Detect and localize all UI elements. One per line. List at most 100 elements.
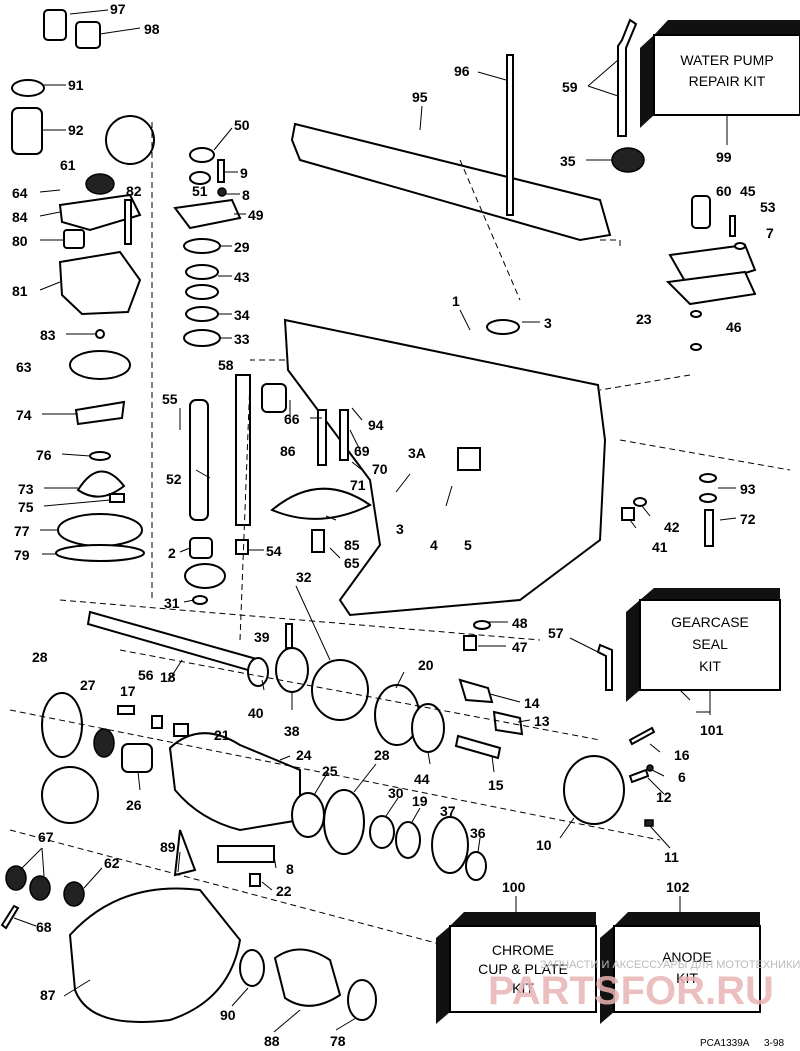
kit-anode-line2: KIT (676, 970, 698, 986)
part-38 (275, 647, 309, 693)
callout-numbers: 97 98 91 92 61 64 84 82 80 81 83 63 74 7… (12, 1, 776, 1049)
callout-41: 41 (652, 539, 668, 555)
watermark: ЗАПЧАСТИ И АКСЕССУАРЫ ДЛЯ МОТОТЕХНИКИ PA… (488, 959, 800, 1013)
part-29 (183, 238, 221, 254)
callout-14: 14 (524, 695, 540, 711)
callout-46: 46 (726, 319, 742, 335)
part-68 (0, 904, 20, 930)
watermark-brand: PARTSFOR.RU (488, 969, 774, 1013)
part-21 (173, 723, 189, 737)
callout-40: 40 (248, 705, 264, 721)
callout-59: 59 (562, 79, 578, 95)
part-9 (217, 159, 225, 183)
part-72 (704, 509, 714, 547)
part-98 (75, 21, 101, 49)
callout-20: 20 (418, 657, 434, 673)
watermark-tagline: ЗАПЧАСТИ И АКСЕССУАРЫ ДЛЯ МОТОТЕХНИКИ (540, 959, 800, 971)
part-48 (473, 620, 491, 630)
part-36 (465, 851, 487, 881)
part-70 (339, 409, 349, 461)
part-10 (563, 755, 625, 825)
part-41 (621, 507, 635, 521)
part-3a (486, 319, 520, 335)
callout-24: 24 (296, 747, 312, 763)
callout-6: 6 (678, 769, 686, 785)
callout-75: 75 (18, 499, 34, 515)
part-56 (151, 715, 163, 729)
part-43b (185, 284, 219, 300)
part-86 (261, 383, 287, 413)
part-11 (644, 819, 654, 827)
part-15 (454, 734, 502, 760)
callout-28-right: 28 (374, 747, 390, 763)
part-95 (290, 122, 612, 242)
part-42 (633, 497, 647, 507)
kit-water-pump-line1: WATER PUMP (680, 52, 773, 68)
part-79 (55, 544, 145, 562)
part-2 (189, 537, 213, 559)
callout-48: 48 (512, 615, 528, 631)
part-47 (463, 635, 477, 651)
part-87-propeller (68, 887, 242, 1023)
callout-55: 55 (162, 391, 178, 407)
part-67b (29, 875, 51, 901)
part-88 (273, 948, 342, 1007)
kit-gearcase-line3: KIT (699, 658, 721, 674)
part-8a (217, 187, 227, 197)
part-63 (69, 350, 131, 380)
callout-9: 9 (240, 165, 248, 181)
callout-49: 49 (248, 207, 264, 223)
kit-gearcase-number: 101 (700, 722, 724, 738)
callout-89: 89 (160, 839, 176, 855)
part-31 (192, 595, 208, 605)
callout-61: 61 (60, 157, 76, 173)
callout-57: 57 (548, 625, 564, 641)
part-53 (729, 215, 736, 237)
footer-date: 3-98 (764, 1038, 784, 1049)
callout-86: 86 (280, 443, 296, 459)
leader-lines (13, 9, 737, 1033)
part-34 (185, 306, 219, 322)
kit-gearcase-line2: SEAL (692, 636, 728, 652)
callout-76: 76 (36, 447, 52, 463)
callout-83: 83 (40, 327, 56, 343)
callout-82: 82 (126, 183, 142, 199)
part-84 (58, 193, 142, 232)
callout-91: 91 (68, 77, 84, 93)
callout-51: 51 (192, 183, 208, 199)
kit-anode-number: 102 (666, 879, 690, 895)
part-25 (291, 792, 325, 838)
callout-73: 73 (18, 481, 34, 497)
part-83 (95, 329, 105, 339)
part-28a (41, 692, 83, 758)
alignment-lines (9, 122, 791, 961)
callout-79: 79 (14, 547, 30, 563)
part-93 (699, 473, 717, 483)
callout-16: 16 (674, 747, 690, 763)
part-18-propshaft (86, 610, 262, 674)
part-96 (506, 54, 514, 216)
callout-35: 35 (560, 153, 576, 169)
kit-water-pump: WATER PUMP REPAIR KIT 99 (640, 20, 800, 165)
part-30 (369, 815, 395, 849)
part-67a (5, 865, 27, 891)
part-43 (185, 264, 219, 280)
callout-64: 64 (12, 185, 28, 201)
callout-77: 77 (14, 523, 30, 539)
callout-17: 17 (120, 683, 136, 699)
kit-chrome-line3: KIT (512, 980, 534, 996)
part-51 (189, 171, 211, 185)
callout-52: 52 (166, 471, 182, 487)
callout-39: 39 (254, 629, 270, 645)
part-32-gear (311, 659, 369, 721)
callout-56: 56 (138, 667, 154, 683)
callout-26: 26 (126, 797, 142, 813)
part-7 (734, 242, 746, 250)
part-33 (183, 329, 221, 347)
footer-code: PCA1339A (700, 1038, 750, 1049)
part-91 (11, 79, 45, 97)
callout-98: 98 (144, 21, 160, 37)
callout-54: 54 (266, 543, 282, 559)
callout-81: 81 (12, 283, 28, 299)
